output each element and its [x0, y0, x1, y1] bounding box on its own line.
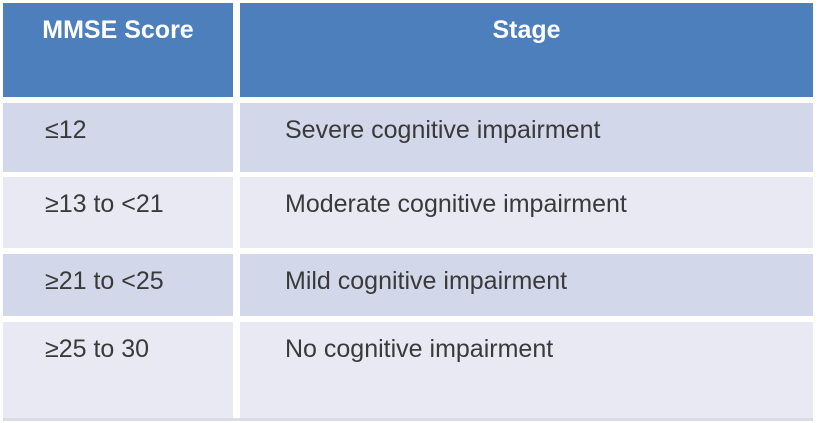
- stage-cell: Mild cognitive impairment: [240, 254, 813, 316]
- mmse-score-cell: ≥13 to <21: [3, 177, 233, 248]
- table-header-row: MMSE Score Stage: [3, 3, 813, 97]
- mmse-score-cell: ≥25 to 30: [3, 322, 233, 418]
- column-header-mmse-score: MMSE Score: [3, 3, 233, 97]
- stage-cell: Moderate cognitive impairment: [240, 177, 813, 248]
- table-bottom-edge: [3, 418, 813, 421]
- mmse-score-cell: ≥21 to <25: [3, 254, 233, 316]
- column-header-stage: Stage: [240, 3, 813, 97]
- mmse-score-cell: ≤12: [3, 103, 233, 172]
- stage-cell: No cognitive impairment: [240, 322, 813, 418]
- stage-cell: Severe cognitive impairment: [240, 103, 813, 172]
